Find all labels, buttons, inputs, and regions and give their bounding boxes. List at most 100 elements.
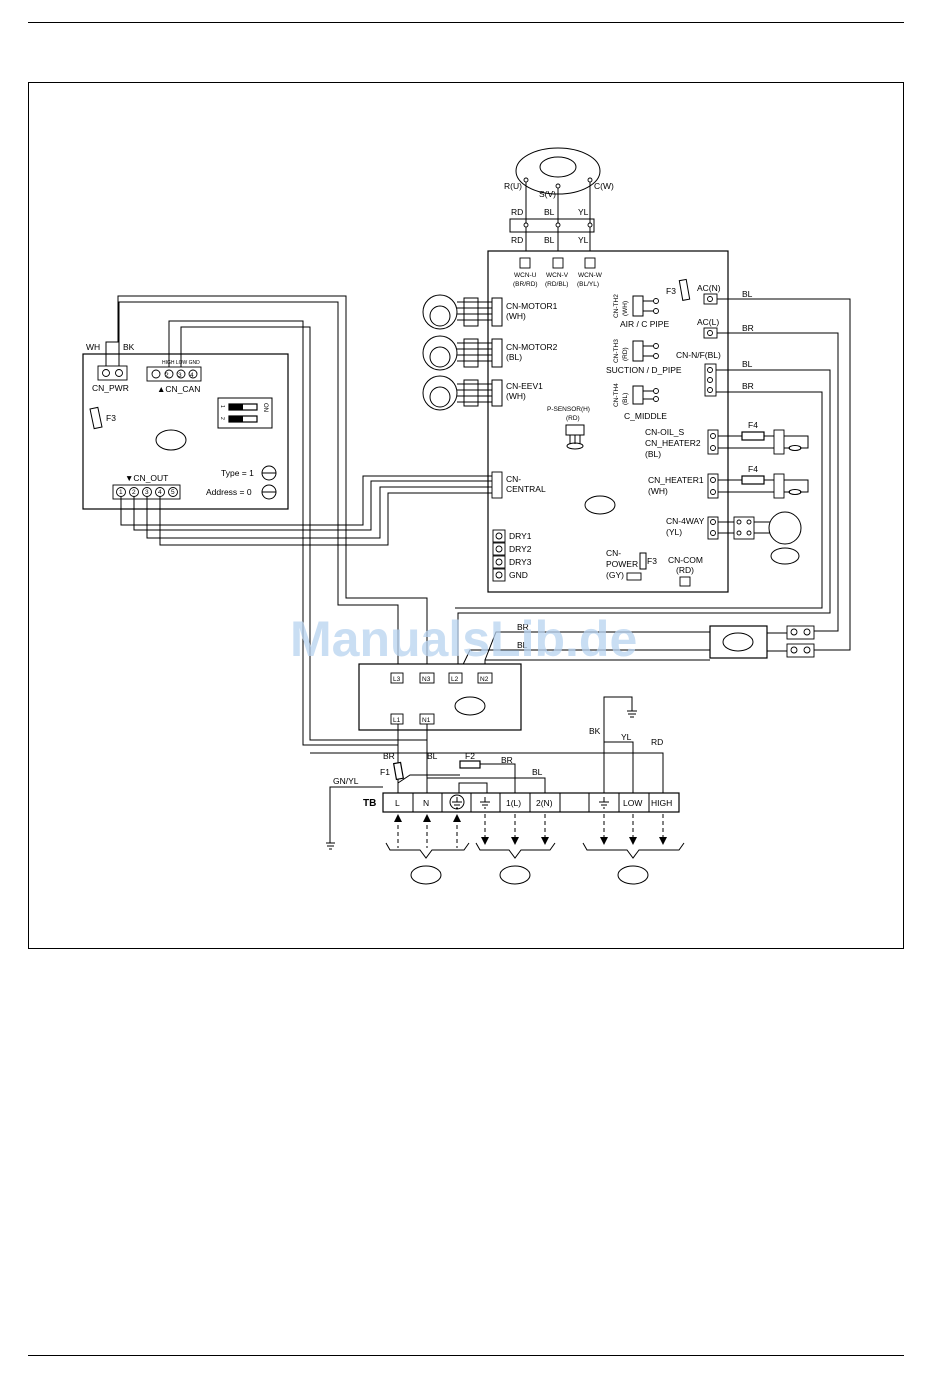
- cn-power-label: CN-: [606, 548, 621, 558]
- fuse-f3-power: [639, 552, 647, 570]
- cn-nf-label: CN-N/F(BL): [676, 350, 721, 360]
- fuse-f3-sub: [89, 406, 103, 430]
- fuse-f2-label: F2: [465, 751, 475, 761]
- fuse-f4-top-label: F4: [748, 420, 758, 430]
- nf-n3-label: N3: [422, 676, 431, 683]
- four-way-valve: [707, 511, 802, 565]
- cn-out-pin-5: 5: [171, 489, 175, 496]
- wcn-v-label: WCN-V: [546, 272, 569, 279]
- cn-out-pin-3: 3: [145, 489, 149, 496]
- fuse-f3-power-label: F3: [647, 556, 657, 566]
- dip-2-label: 2: [219, 417, 225, 420]
- cn-4way-label: CN-4WAY: [666, 516, 705, 526]
- nf-n3-terminal: [419, 672, 435, 684]
- wcn-connectors: [519, 257, 596, 269]
- cn-can-pin-3: 3: [178, 372, 182, 379]
- compressor: [509, 147, 601, 262]
- wire-bk-label: BK: [123, 342, 135, 352]
- wcn-u-label: WCN-U: [514, 272, 537, 279]
- nf-l3-label: L3: [393, 676, 401, 683]
- cn-heater1-sub: (WH): [648, 486, 668, 496]
- p-sensor-label: P-SENSOR(H): [547, 406, 590, 413]
- fan-motor-2: [422, 335, 503, 371]
- cn-out-pin-4: 4: [158, 489, 162, 496]
- wire-yl-tb: YL: [621, 732, 632, 742]
- suction-d-pipe-label: SUCTION / D_PIPE: [606, 365, 682, 375]
- nf-l2-terminal: [448, 672, 463, 684]
- dry1-label: DRY1: [509, 531, 532, 541]
- cn-motor1-sub: (WH): [506, 311, 526, 321]
- tb-high-label: HIGH: [651, 798, 672, 808]
- cn-motor2-sub: (BL): [506, 352, 522, 362]
- fuse-f4-bottom-label: F4: [748, 464, 758, 474]
- wire-bl-top: BL: [544, 207, 555, 217]
- wire-rd-bottom: RD: [511, 235, 523, 245]
- tb-n-label: N: [423, 798, 429, 808]
- cn-com-connector: [679, 576, 691, 587]
- wire-rd-tb: RD: [651, 737, 663, 747]
- bottom-rule: [28, 1355, 904, 1356]
- tb-1l-label: 1(L): [506, 798, 521, 808]
- dip-on-label: ON: [262, 403, 268, 412]
- cn-central-connector: [491, 471, 503, 499]
- phase-v-label: S(V): [539, 189, 556, 199]
- wire-br-acl: BR: [742, 323, 754, 333]
- p-sensor-connector: [565, 424, 585, 450]
- cn-can-pin-4: 4: [190, 372, 194, 379]
- fuse-f3-main-label: F3: [666, 286, 676, 296]
- heater-circuits: [707, 429, 809, 499]
- tb-l-label: L: [395, 798, 400, 808]
- cn-oil-s-label: CN-OIL_S: [645, 427, 685, 437]
- wire-bl-nf: BL: [742, 359, 753, 369]
- wcn-u-sub: (BR/RD): [513, 281, 538, 288]
- wire-bl-nf-mid: BL: [517, 640, 528, 650]
- dip-switch: [217, 397, 273, 429]
- wcn-v-sub: (RD/BL): [545, 281, 568, 288]
- dry3-label: DRY3: [509, 557, 532, 567]
- c-middle-label: C_MIDDLE: [624, 411, 667, 421]
- cn-th2-sub: (WH): [622, 301, 629, 316]
- cn-eev1-sub: (WH): [506, 391, 526, 401]
- tb-2n-label: 2(N): [536, 798, 553, 808]
- cn-eev1-label: CN-EEV1: [506, 381, 543, 391]
- tb-low-label: LOW: [623, 798, 642, 808]
- cn-central-label: CN-: [506, 474, 521, 484]
- wcn-w-sub: (BL/YL): [577, 281, 599, 288]
- wire-bl-tb2: BL: [532, 767, 543, 777]
- ac-connectors: [455, 293, 851, 675]
- main-pcb: [487, 250, 729, 593]
- fan-motor-1: [422, 294, 503, 330]
- cn-out-pin-2: 2: [132, 489, 136, 496]
- wire-yl-top: YL: [578, 207, 589, 217]
- cn-out-label: ▼CN_OUT: [125, 473, 168, 483]
- nf-l1-terminal: [390, 713, 404, 725]
- nf-l1-label: L1: [393, 717, 401, 724]
- cn-4way-sub: (YL): [666, 527, 682, 537]
- wire-br-nf-mid: BR: [517, 622, 529, 632]
- connection-arrows: [394, 814, 667, 848]
- noise-filter: [358, 663, 522, 731]
- reactor: [709, 625, 815, 659]
- fuse-f3-sub-label: F3: [106, 413, 116, 423]
- cn-motor2-label: CN-MOTOR2: [506, 342, 558, 352]
- top-rule: [28, 22, 904, 23]
- noise-filter-marker: [454, 696, 486, 716]
- wire-bl-bottom: BL: [544, 235, 555, 245]
- cn-can-pin-2: 2: [165, 372, 169, 379]
- cn-power-connector: [626, 572, 642, 581]
- main-pcb-marker: [584, 495, 616, 515]
- ac-n-label: AC(N): [697, 283, 721, 293]
- cn-th2-label: CN-TH2: [613, 294, 620, 318]
- cn-heater1-label: CN_HEATER1: [648, 475, 704, 485]
- terminal-block: [382, 792, 680, 813]
- cn-power-sub2: (GY): [606, 570, 624, 580]
- ac-l-label: AC(L): [697, 317, 719, 327]
- rotary-switches: [261, 465, 277, 500]
- cn-heater2-label: CN_HEATER2: [645, 438, 701, 448]
- cn-can-label: ▲CN_CAN: [157, 384, 200, 394]
- braces: [385, 842, 685, 885]
- wire-rd-top: RD: [511, 207, 523, 217]
- terminal-wiring: [310, 696, 664, 850]
- watermark: ManualsLib.de: [290, 611, 637, 667]
